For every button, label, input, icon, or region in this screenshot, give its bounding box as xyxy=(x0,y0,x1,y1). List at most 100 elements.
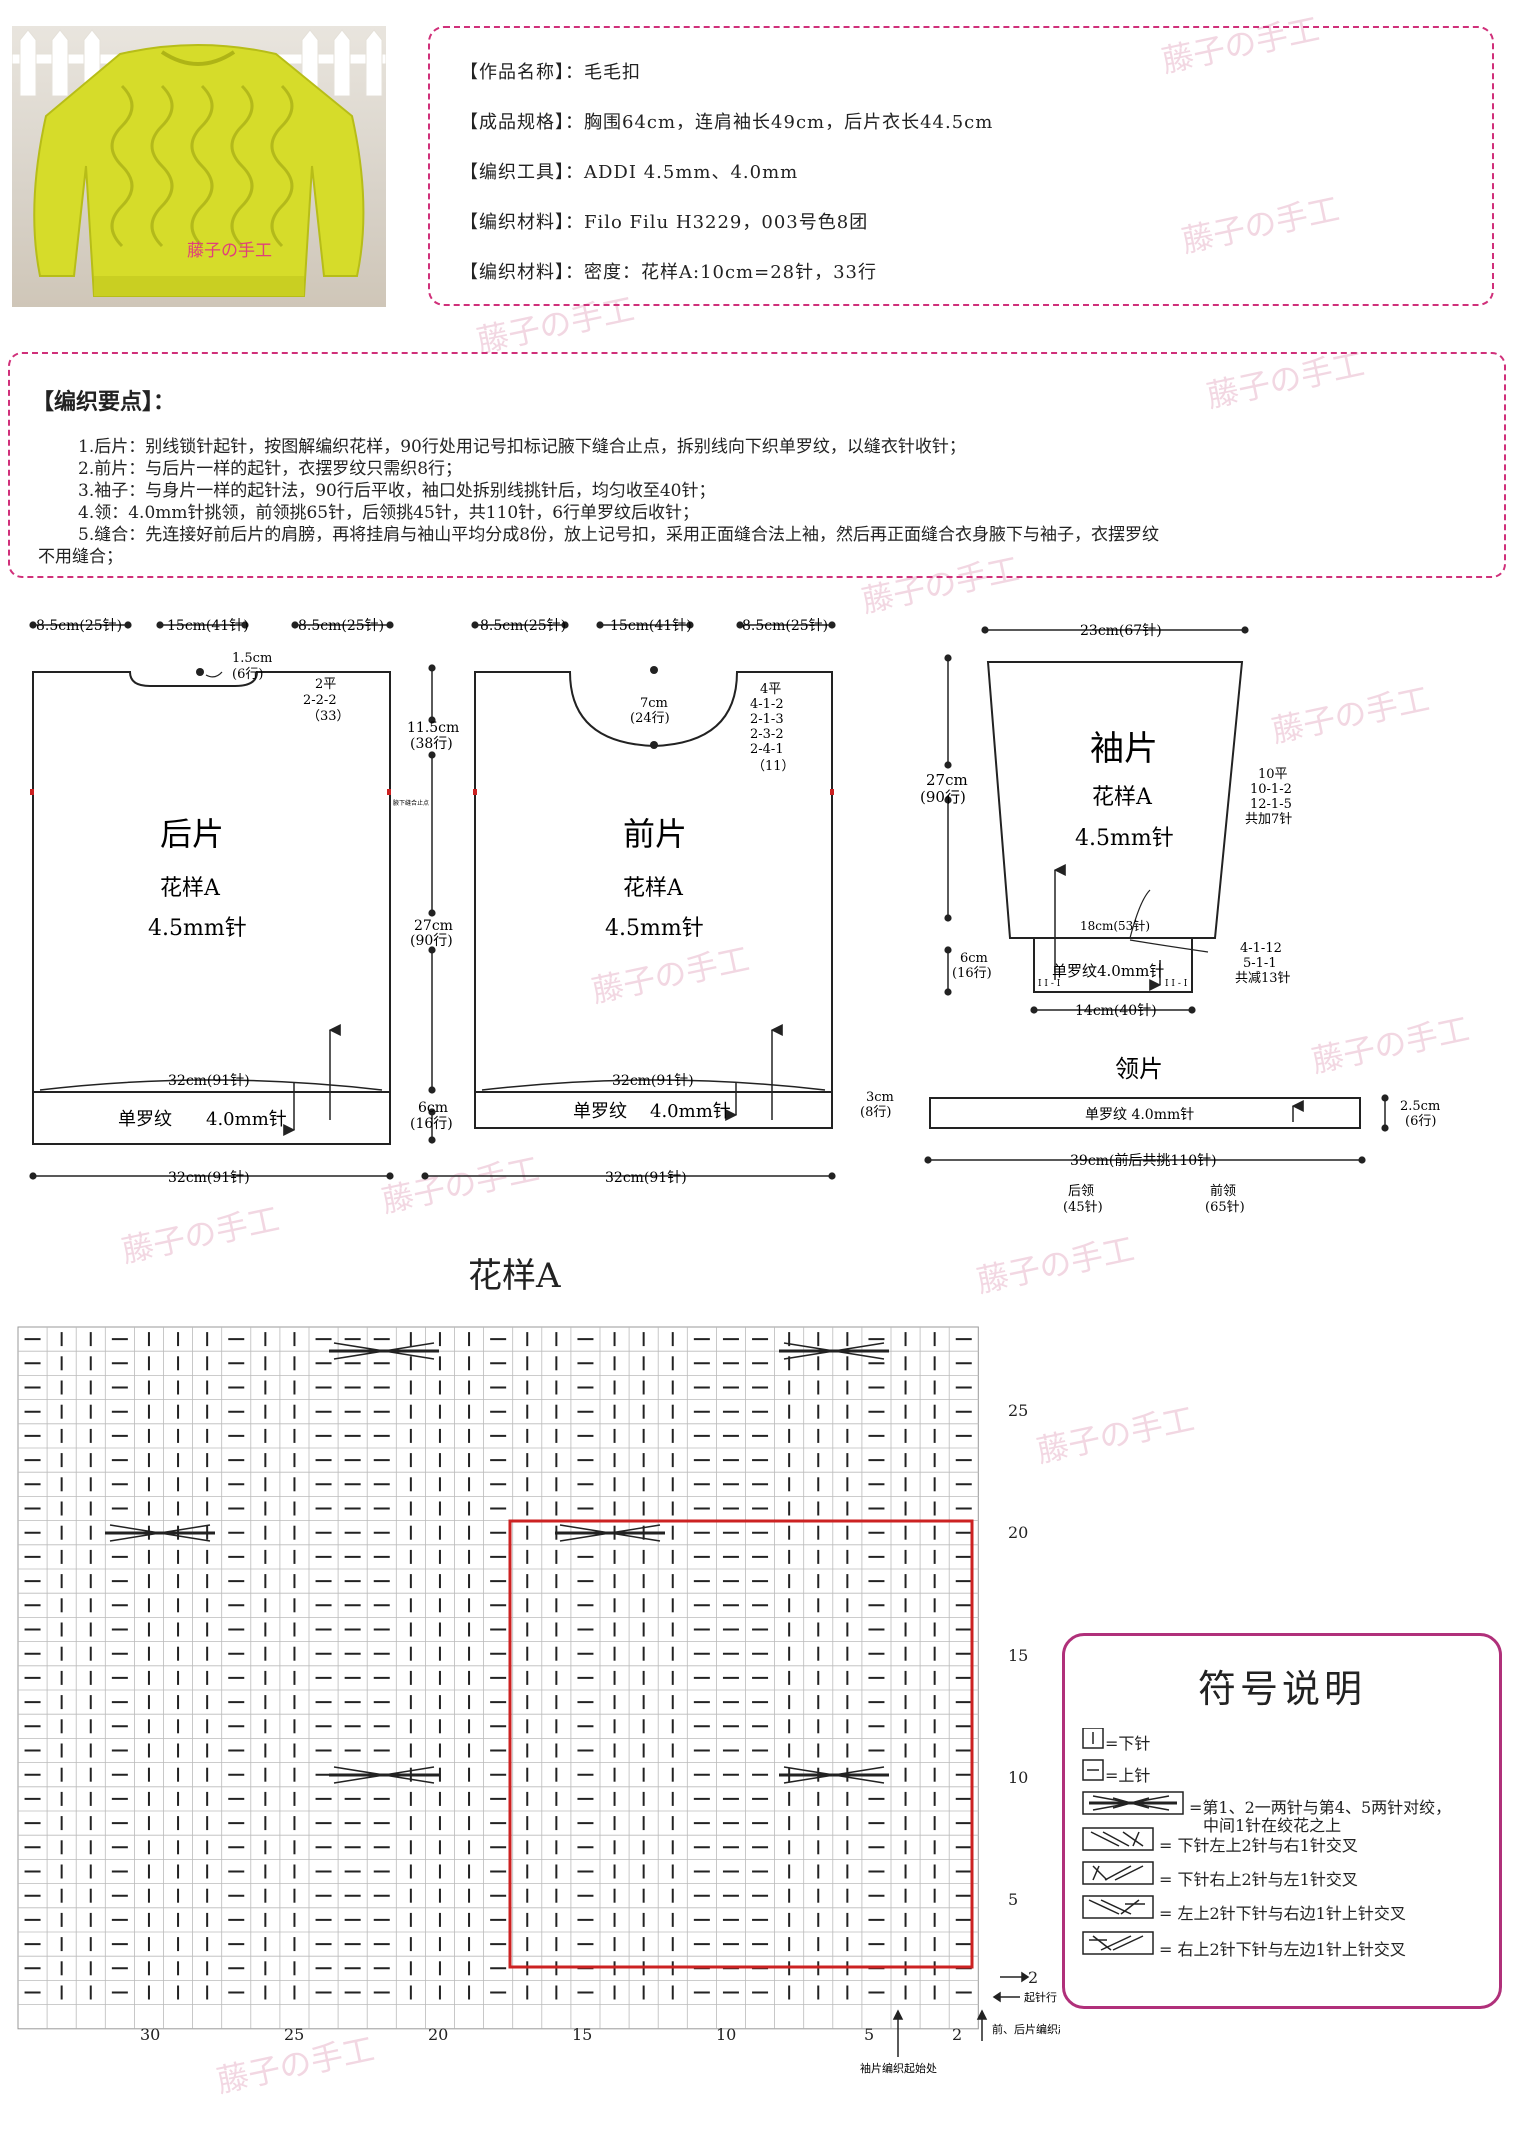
back-piece-outline xyxy=(32,671,391,1145)
row-label: 25 xyxy=(1008,1401,1028,1420)
note-item: 1.后片：别线锁针起针，按图解编织花样，90行处用记号扣标记腋下缝合止点，拆别线… xyxy=(78,437,966,457)
row-label: 20 xyxy=(1008,1523,1028,1542)
sleeve-rows: (90行) xyxy=(920,788,966,806)
back-top-right-dim: 8.5cm(25针) xyxy=(298,618,384,634)
cable-cross xyxy=(783,1342,885,1360)
sleeve-inc: 10平 xyxy=(1258,767,1288,782)
legend-item: = 右上2针下针与左边1针上针交叉 xyxy=(1159,1940,1406,1959)
front-top-left-dim: 8.5cm(25针) xyxy=(480,618,566,634)
col-label: 20 xyxy=(428,2025,448,2044)
front-top-right-dim: 8.5cm(25针) xyxy=(742,618,828,634)
front-rib-height: 3cm xyxy=(866,1090,894,1105)
info-row: 【编织材料】：Filo Filu H3229，003号色8团 xyxy=(460,212,869,233)
front-dec: 2-4-1 xyxy=(750,742,784,757)
front-dec: 4平 xyxy=(760,682,781,697)
back-dec-1: 2平 xyxy=(315,677,336,692)
dim-body-rows: (90行) xyxy=(410,933,453,949)
front-rib-rows: (8行) xyxy=(860,1105,891,1120)
collar-rib: 单罗纹 4.0mm针 xyxy=(1085,1107,1194,1123)
col-label: 2 xyxy=(952,2025,962,2044)
front-piece-outline xyxy=(474,671,833,1129)
info-row: 【成品规格】：胸围64cm，连肩袖长49cm，后片衣长44.5cm xyxy=(460,112,994,133)
sleeve-height: 27cm xyxy=(926,771,968,789)
back-rib-needle: 4.0mm针 xyxy=(206,1109,287,1130)
back-bottom-width: 32cm(91针) xyxy=(168,1170,250,1186)
sleeve-dec: 4-1-12 xyxy=(1240,941,1282,956)
stitch-chart: 25 20 15 10 5 2 30 25 20 15 10 5 2 起针行 前… xyxy=(17,1326,1060,2075)
dim-body-height: 27cm xyxy=(414,918,453,934)
collar-front-count: (65针) xyxy=(1205,1200,1245,1215)
collar-rows: (6行) xyxy=(1405,1114,1436,1129)
back-top-left-dim: 8.5cm(25针) xyxy=(36,618,122,634)
info-row: 【作品名称】：毛毛扣 xyxy=(460,62,641,83)
collar-outline xyxy=(929,1097,1361,1129)
back-mark-label: 腋下缝合止点 xyxy=(393,799,429,807)
back-hem-width: 32cm(91针) xyxy=(168,1073,250,1089)
sleeve-pattern: 花样A xyxy=(1092,785,1153,810)
sleeve-title: 袖片 xyxy=(1090,729,1158,769)
body-start-label: 前、后片编织起始处 xyxy=(992,2022,1060,2036)
back-dec-3: （33） xyxy=(307,709,350,724)
note-item: 4.领：4.0mm针挑领，前领挑65针，后领挑45针，共110针，6行单罗纹后收… xyxy=(78,503,700,523)
legend-item: =下针 xyxy=(1105,1734,1151,1753)
row-label: 5 xyxy=(1008,1890,1018,1909)
sleeve-inc: 共加7针 xyxy=(1245,812,1292,827)
sleeve-bottom-width: 14cm(40针) xyxy=(1075,1003,1157,1019)
back-needle: 4.5mm针 xyxy=(148,916,247,941)
legend-item: = 下针左上2针与右1针交叉 xyxy=(1159,1836,1358,1855)
dim-shoulder-height: 11.5cm xyxy=(407,720,459,736)
repeat-frame xyxy=(508,1519,974,1969)
sleeve-cuff-rows: (16行) xyxy=(952,966,992,981)
front-dec: 2-1-3 xyxy=(750,712,784,727)
legend-item: = 下针右上2针与左1针交叉 xyxy=(1159,1870,1358,1889)
chart-title: 花样A xyxy=(468,1256,561,1296)
sleeve-cuff-width: 18cm(53针) xyxy=(1080,918,1150,933)
col-label: 30 xyxy=(140,2025,160,2044)
front-dec: 4-1-2 xyxy=(750,697,784,712)
cable-cross xyxy=(109,1524,211,1542)
chart-border xyxy=(17,1326,979,2030)
sleeve-rib-mark: I I - I xyxy=(1165,979,1188,989)
front-pattern: 花样A xyxy=(623,876,684,901)
col-label: 25 xyxy=(284,2025,304,2044)
sleeve-dec: 共减13针 xyxy=(1235,971,1291,986)
back-dec-2: 2-2-2 xyxy=(303,693,337,708)
note-item: 2.前片：与后片一样的起针，衣摆罗纹只需织8行； xyxy=(78,459,463,479)
legend-symbols xyxy=(1082,1728,1184,1955)
front-rib: 单罗纹 xyxy=(573,1101,627,1122)
info-row: 【编织工具】：ADDI 4.5mm、4.0mm xyxy=(460,162,799,183)
notes-title: 【编织要点】： xyxy=(32,389,176,415)
info-row: 【编织材料】：密度：花样A:10cm=28针，33行 xyxy=(460,262,878,283)
back-neck-width: 1.5cm xyxy=(232,651,272,666)
front-dec: （11） xyxy=(752,759,795,774)
collar-width: 39cm(前后共挑110针) xyxy=(1070,1152,1217,1169)
back-top-mid-dim: 15cm(41针) xyxy=(167,618,249,634)
front-dec: 2-3-2 xyxy=(750,727,784,742)
cast-on-row-label: 起针行 xyxy=(1024,1990,1057,2004)
sleeve-top-width: 23cm(67针) xyxy=(1080,623,1162,639)
front-neck-height: 7cm xyxy=(640,696,668,711)
front-neck-rows: (24行) xyxy=(630,711,670,726)
front-title: 前片 xyxy=(623,815,687,853)
collar-back: 后领 xyxy=(1068,1184,1094,1199)
sleeve-rib: 单罗纹4.0mm针 xyxy=(1052,962,1164,980)
collar-front: 前领 xyxy=(1210,1183,1236,1199)
col-label: 15 xyxy=(572,2025,592,2044)
row-label: 15 xyxy=(1008,1646,1028,1665)
chart-grid xyxy=(17,1326,979,2030)
sweater-photo: 藤子の手工 xyxy=(12,26,386,307)
chart-symbols xyxy=(24,1332,972,2000)
sweater-graphic xyxy=(33,44,365,297)
back-title: 后片 xyxy=(160,815,224,853)
col-label: 10 xyxy=(716,2025,736,2044)
sleeve-cuff-height: 6cm xyxy=(960,951,988,966)
collar-height: 2.5cm xyxy=(1400,1099,1440,1114)
sleeve-needle: 4.5mm针 xyxy=(1075,826,1174,851)
work-info-box: 【作品名称】：毛毛扣 【成品规格】：胸围64cm，连肩袖长49cm，后片衣长44… xyxy=(428,26,1494,306)
sleeve-start-label: 袖片编织起始处 xyxy=(860,2061,937,2075)
dim-rib-rows: (16行) xyxy=(410,1116,453,1132)
note-item: 5.缝合：先连接好前后片的肩膀，再将挂肩与袖山平均分成8份，放上记号扣，采用正面… xyxy=(78,525,1160,545)
col-label: 5 xyxy=(864,2025,874,2044)
knitting-notes-box: 【编织要点】： 1.后片：别线锁针起针，按图解编织花样，90行处用记号扣标记腋下… xyxy=(8,352,1506,578)
front-rib-needle: 4.0mm针 xyxy=(650,1101,731,1122)
